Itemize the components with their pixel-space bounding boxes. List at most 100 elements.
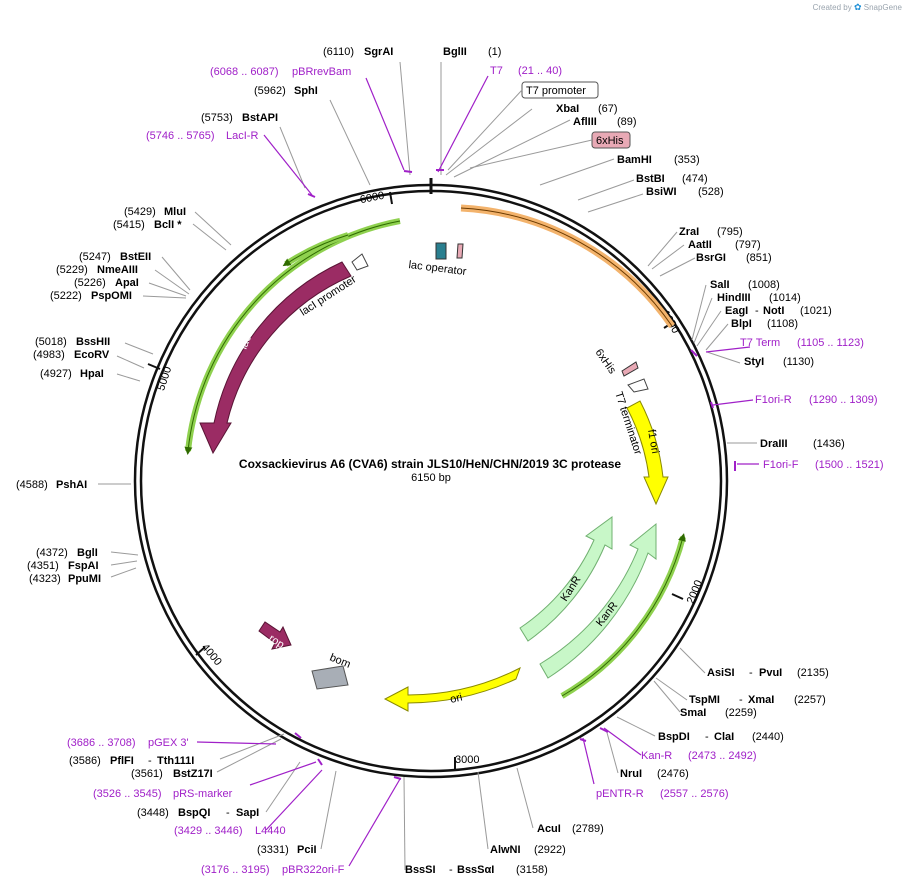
site-bcli-name: BclI *	[154, 219, 182, 231]
site-pflfi-name: PflFI	[110, 755, 134, 767]
map-length: 6150 bp	[411, 472, 451, 484]
primer-prs-marker-name: pRS-marker	[173, 788, 233, 800]
site-ecorv-name: EcoRV	[74, 349, 110, 361]
site-bglii-name: BglII	[443, 46, 467, 58]
site-zrai-name: ZraI	[679, 226, 699, 238]
site-eagi-pos: (1021)	[800, 305, 832, 317]
site-bstbi-pos: (474)	[682, 173, 708, 185]
primer-t7term-range: (1105 .. 1123)	[797, 337, 864, 349]
site-eagi-sep: -	[755, 305, 759, 317]
site-bstapi-name: BstAPI	[242, 112, 278, 124]
site-nmeaiii-name: NmeAIII	[97, 264, 138, 276]
site-sphi-name: SphI	[294, 85, 318, 97]
site-aatii-pos: (797)	[735, 239, 761, 251]
primer-pbrrevbam-name: pBRrevBam	[292, 66, 351, 78]
site-bstbi-name: BstBI	[636, 173, 665, 185]
ruler-label-4000: 4000	[199, 642, 224, 668]
site-zrai-pos: (795)	[717, 226, 743, 238]
site-bstapi-pos: (5753)	[201, 112, 233, 124]
site-bgli-name: BglI	[77, 547, 98, 559]
site-bspdi-name: BspDI	[658, 731, 690, 743]
site-bamhi-name: BamHI	[617, 154, 652, 166]
insert-arc-line	[460, 207, 673, 327]
site-pcii-name: PciI	[297, 844, 317, 856]
t7-promoter-leader	[447, 89, 523, 171]
site-acui-pos: (2789)	[572, 823, 604, 835]
site-bgli-pos: (4372)	[36, 547, 68, 559]
kanr-green-arc-line	[561, 533, 686, 697]
site-pshai-pos: (4588)	[16, 479, 48, 491]
site-sali-pos: (1008)	[748, 279, 780, 291]
site-pspomi-name: PspOMI	[91, 290, 132, 302]
primer-pbr322ori-f-name: pBR322ori-F	[282, 864, 345, 876]
primer-laci-r-range: (5746 .. 5765)	[146, 130, 215, 142]
site-blpi-name: BlpI	[731, 318, 752, 330]
ori-label: ori	[449, 691, 464, 705]
site-bspqi-pos: (3448)	[137, 807, 169, 819]
laci-green-arc-line	[184, 220, 401, 455]
laci-arrow	[199, 261, 352, 455]
site-bcli-pos: (5415)	[113, 219, 145, 231]
site-hpai-name: HpaI	[80, 368, 104, 380]
credit-brand: SnapGene	[863, 3, 902, 12]
site-pflfi-pos: (3586)	[69, 755, 101, 767]
t7-terminator-arrow	[627, 378, 649, 393]
site-nmeaiii-pos: (5229)	[56, 264, 88, 276]
site-xmai-name: XmaI	[748, 694, 774, 706]
site-bspdi-sep: -	[705, 731, 709, 743]
site-draiii-name: DraIII	[760, 438, 788, 450]
laci-label: lacI	[238, 331, 256, 351]
his-tag-inner	[621, 361, 639, 377]
site-sapi-name: SapI	[236, 807, 259, 819]
site-bstz17i-pos: (3561)	[131, 768, 163, 780]
site-asisi-name: AsiSI	[707, 667, 735, 679]
site-pspomi-pos: (5222)	[50, 290, 82, 302]
primer-pentr-r-name: pENTR-R	[596, 788, 644, 800]
primer-pbr322ori-f-range: (3176 .. 3195)	[201, 864, 270, 876]
site-nrui-name: NruI	[620, 768, 642, 780]
site-tth111i-name: Tth111I	[157, 755, 194, 767]
site-nrui-pos: (2476)	[657, 768, 689, 780]
site-pshai-name: PshAI	[56, 479, 87, 491]
site-mlui-name: MluI	[164, 206, 186, 218]
primer-t7-range: (21 .. 40)	[518, 65, 562, 77]
site-sgrai-name: SgrAI	[364, 46, 393, 58]
site-alwni-name: AlwNI	[490, 844, 521, 856]
site-bsteii-name: BstEII	[120, 251, 151, 263]
tick-4000	[195, 646, 206, 656]
site-afliii-name: AflIII	[573, 116, 597, 128]
site-afliii-pos: (89)	[617, 116, 637, 128]
site-bsshii-pos: (5018)	[35, 336, 67, 348]
tick-2000	[671, 593, 684, 600]
primer-f1ori-r-range: (1290 .. 1309)	[809, 394, 878, 406]
credit-prefix: Created by	[812, 3, 852, 12]
site-bsteii-pos: (5247)	[79, 251, 111, 263]
site-sali-name: SalI	[710, 279, 730, 291]
site-tspmi-sep: -	[739, 694, 743, 706]
primer-pgex-name: pGEX 3'	[148, 737, 189, 749]
primer-t7-name: T7	[490, 65, 503, 77]
site-bsshii-name: BssHII	[76, 336, 110, 348]
lac-operator-box	[435, 242, 447, 260]
primer-leader-lines	[196, 75, 759, 867]
site-alwni-pos: (2922)	[534, 844, 566, 856]
site-asisi-sep: -	[749, 667, 753, 679]
primer-l4440-range: (3429 .. 3446)	[174, 825, 243, 837]
site-apai-pos: (5226)	[74, 277, 106, 289]
site-bsrgi-name: BsrGI	[696, 252, 726, 264]
site-aatii-name: AatII	[688, 239, 712, 251]
primer-laci-r-name: LacI-R	[226, 130, 258, 142]
site-sphi-pos: (5962)	[254, 85, 286, 97]
primer-prs-marker-range: (3526 .. 3545)	[93, 788, 162, 800]
site-bglii-pos: (1)	[488, 46, 501, 58]
site-smai-name: SmaI	[680, 707, 706, 719]
site-blpi-pos: (1108)	[767, 318, 798, 330]
f1-ori-label: f1 ori	[645, 428, 661, 454]
kanr-arrow-1	[519, 516, 613, 642]
rop-arrow	[258, 621, 292, 650]
site-bstz17i-name: BstZ17I	[173, 768, 213, 780]
site-bsiwi-pos: (528)	[698, 186, 724, 198]
site-fspai-pos: (4351)	[27, 560, 59, 572]
site-bsiwi-name: BsiWI	[646, 186, 677, 198]
